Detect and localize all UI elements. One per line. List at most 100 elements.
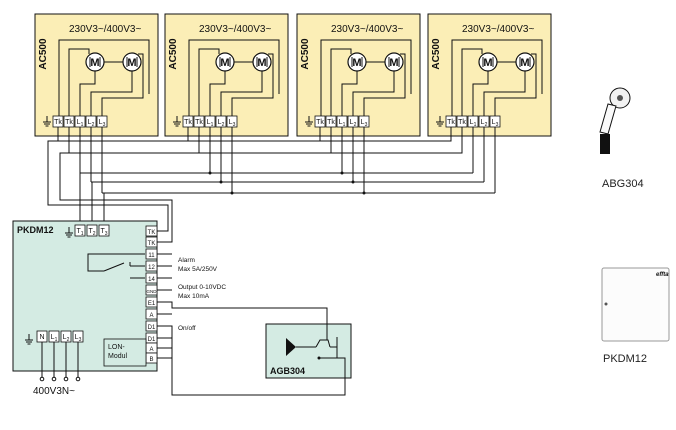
terminal-box [145,236,158,248]
terminal-label: L1 [51,334,58,343]
terminal-box [98,224,110,237]
terminal-label: GND [147,289,158,294]
product-images: effta [599,87,670,342]
terminal-label: L3 [99,119,106,128]
motor-label: M [352,57,361,69]
unit-internal-wire [494,53,537,116]
unit-internal-wire [461,48,483,116]
tk-bus-wire [68,127,463,154]
terminal-label: B [149,357,153,363]
terminal-label: L3 [492,119,499,128]
pkdm12-caption: PKDM12 [603,353,648,365]
motor-label: M [520,57,529,69]
unit-model-label: AC500 [168,38,179,70]
junction-dot [219,180,223,184]
arrow-icon [286,338,296,356]
sensor-lead-wire [157,325,346,396]
brand-logo: effta [656,272,669,278]
motor-label: M [127,57,136,69]
tk-lead-wire [59,152,173,243]
controller-title: PKDM12 [17,225,54,235]
terminal-label: L1 [470,119,477,128]
phase-lead-wire [102,192,105,225]
terminal-box [86,224,98,237]
unit-model-label: AC500 [300,38,311,70]
unit-internal-wire [101,53,144,116]
unit-internal-wire [90,71,133,116]
terminal-label: 11 [148,253,155,259]
lon-module-box [103,338,147,367]
supply-terminal-dot [75,376,81,382]
terminal-label: A [149,347,153,353]
terminal-label: TK [148,230,156,236]
output-rating-label: Max 10mA [178,293,210,300]
relay-contact [103,262,125,272]
terminal-label: Tk [184,119,192,126]
pressure-switch-icon [315,339,331,348]
terminal-label: L3 [361,119,368,128]
terminal-label: E1 [148,301,156,307]
unit-voltage-label: 230V3~/400V3~ [69,24,141,35]
supply-terminal-dot [39,376,45,382]
junction-dot [230,191,234,195]
terminal-label: Tk [327,119,335,126]
lon-module-label: LON- [108,344,125,351]
terminal-label: Tk [65,119,73,126]
unit-voltage-label: 230V3~/400V3~ [331,24,403,35]
terminal-label: L2 [218,119,225,128]
junction-dot [208,171,212,175]
unit-internal-wire [483,71,526,116]
terminal-label: D1 [148,325,156,331]
junction-dot [340,171,344,175]
terminal-label: 12 [148,265,155,271]
lon-module-label: Modul [108,353,128,360]
terminal-label: Tk [316,119,324,126]
abg304-knob-icon [617,95,623,101]
bus-wires [47,127,496,243]
motor-label: M [90,57,99,69]
unit-internal-wire [352,71,395,116]
unit-voltage-label: 230V3~/400V3~ [462,24,534,35]
alarm-rating-label: Max 5A/250V [178,266,218,273]
ground-icon [65,227,73,238]
pkdm12-enclosure-icon [601,267,670,342]
unit-internal-wire [363,53,406,116]
terminal-label: L2 [481,119,488,128]
ground-icon [436,116,444,127]
phase-lead-wire [91,181,93,225]
abg304-body-icon [599,103,617,135]
terminal-box [145,225,158,237]
unit-internal-wire [231,53,274,116]
abg304-stem-icon [600,134,610,154]
unit-internal-wire [188,39,280,116]
output-label: Output 0-10VDC [178,284,226,291]
terminal-label: L2 [88,119,95,128]
ground-icon [173,116,181,127]
pkdm12-screw-icon [604,302,608,306]
junction-dot [317,356,321,360]
onoff-label: On/off [178,325,196,332]
unit-internal-wire [79,71,96,116]
unit-internal-wire [58,39,150,116]
tk-lead-wire [47,140,169,232]
agb304-title: AGB304 [270,366,305,376]
unit-internal-wire [220,71,263,116]
terminal-label: L2 [350,119,357,128]
supply-label: 400V3N~ [33,386,75,397]
terminal-label: Tk [54,119,62,126]
tk-bus-wire [57,127,452,142]
ground-icon [25,334,33,345]
ground-icon [43,116,51,127]
relay-wire [87,253,145,272]
unit-model-label: AC500 [431,38,442,70]
terminal-label: N [39,334,44,341]
unit-internal-wire [198,48,220,116]
terminal-label: L2 [63,334,70,343]
